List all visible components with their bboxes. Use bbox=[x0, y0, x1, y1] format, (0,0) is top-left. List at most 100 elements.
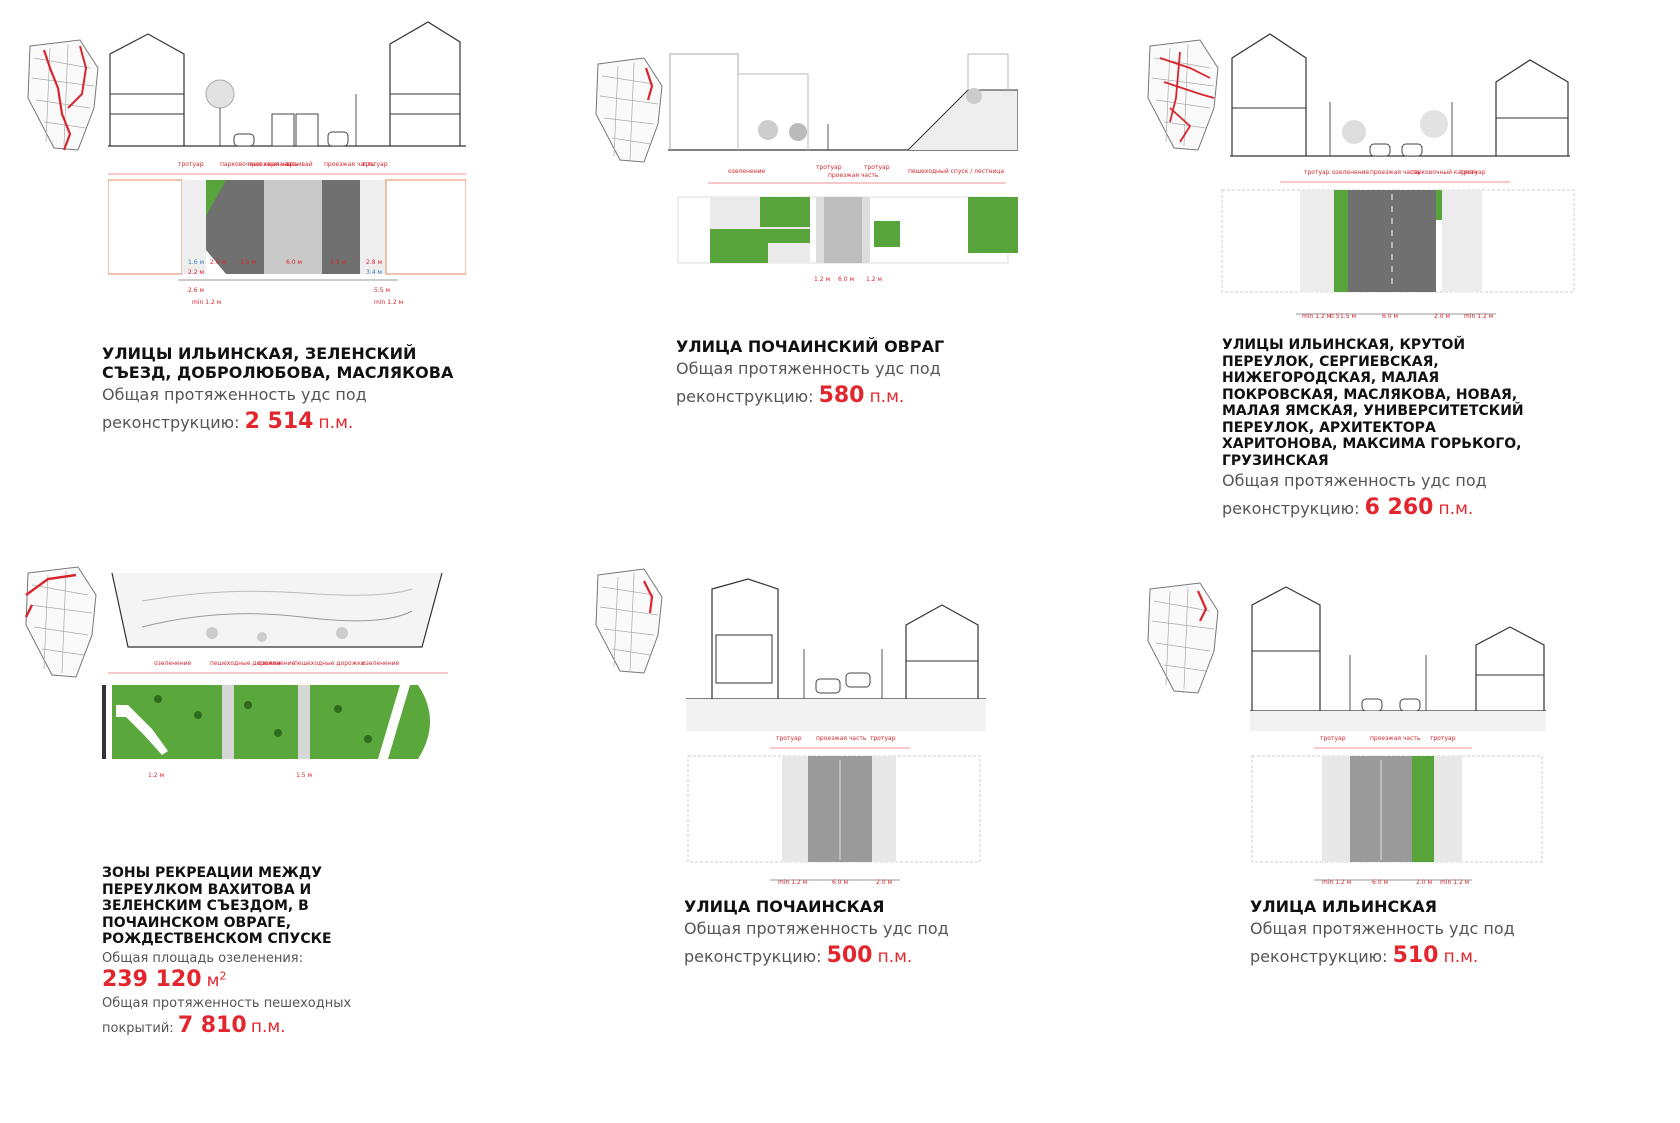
zone-label: парковочные карманы bbox=[220, 161, 292, 168]
dimension-label: 6.0 м bbox=[838, 276, 854, 283]
dimension-label: 2.6 м bbox=[188, 287, 204, 294]
zone-label: тротуар bbox=[864, 164, 890, 171]
zone-label: тротуар bbox=[178, 161, 204, 168]
length-label-b: реконструкцию: bbox=[676, 386, 814, 406]
street-title: УЛИЦЫ ИЛЬИНСКАЯ, ЗЕЛЕНСКИЙ СЪЕЗД, ДОБРОЛ… bbox=[102, 344, 454, 382]
dimension-label: min 1.2 м bbox=[374, 299, 403, 306]
dimension-label: 2.8 м bbox=[366, 259, 382, 266]
street-plan: тротуар проезжая часть тротуар min 1.2 м… bbox=[1251, 735, 1543, 886]
zone-label: озеленение bbox=[1332, 169, 1370, 176]
zone-label: парковочный карман bbox=[1410, 169, 1477, 176]
dimension-label: min 1.2 м bbox=[778, 879, 807, 886]
length-value: 2 514 bbox=[244, 408, 314, 434]
zone-label: тротуар bbox=[1460, 169, 1486, 176]
length-unit: п.м. bbox=[1443, 946, 1479, 967]
panel-caption: УЛИЦЫ ИЛЬИНСКАЯ, ЗЕЛЕНСКИЙ СЪЕЗД, ДОБРОЛ… bbox=[102, 344, 462, 435]
location-map-icon bbox=[595, 57, 663, 163]
panel-recreation-zones: озеленение пешеходные дорожки озеленение… bbox=[0, 545, 520, 1123]
length-label-b: реконструкцию: bbox=[1222, 499, 1360, 518]
length-value-row: реконструкцию: 510 п.м. bbox=[1250, 943, 1610, 969]
area-value-row: 239 120 м2 bbox=[102, 967, 362, 993]
length-label-b: реконструкцию: bbox=[102, 412, 240, 432]
zone-label: тротуар bbox=[1304, 169, 1330, 176]
zone-label: тротуар bbox=[776, 735, 802, 742]
length-value: 510 bbox=[1392, 942, 1439, 968]
dimension-label: 6.0 м bbox=[832, 879, 848, 886]
zone-label: тротуар bbox=[1430, 735, 1456, 742]
panel-caption: УЛИЦА ИЛЬИНСКАЯ Общая протяженность удс … bbox=[1250, 897, 1610, 969]
path-value: 7 810 bbox=[177, 1013, 247, 1039]
dimension-label: 2.0 м bbox=[876, 879, 892, 886]
dimension-label: 1.2 м bbox=[814, 276, 830, 283]
length-value-row: реконструкцию: 2 514 п.м. bbox=[102, 409, 462, 435]
dimension-label: 6.0 м bbox=[1372, 879, 1388, 886]
zone-label: тротуар bbox=[816, 164, 842, 171]
zone-label: пешеходный спуск / лестница bbox=[908, 168, 1004, 175]
dimension-label: 2.0 м bbox=[210, 259, 226, 266]
dimension-label: min 1.2 м bbox=[1464, 313, 1493, 320]
panel-caption: УЛИЦЫ ИЛЬИНСКАЯ, КРУТОЙ ПЕРЕУЛОК, СЕРГИЕ… bbox=[1222, 337, 1552, 521]
recreation-plan: озеленение пешеходные дорожки озеленение… bbox=[102, 660, 448, 779]
panel-caption: УЛИЦА ПОЧАИНСКАЯ Общая протяженность удс… bbox=[684, 897, 1044, 969]
zone-label: озеленение bbox=[362, 660, 400, 667]
area-unit: м bbox=[206, 970, 220, 991]
length-label: Общая протяженность удс под bbox=[676, 358, 941, 378]
length-label-b: реконструкцию: bbox=[1250, 946, 1388, 966]
dimension-label: 5.5 м bbox=[374, 287, 390, 294]
dimension-label: 2.0 м bbox=[1416, 879, 1432, 886]
path-label-b: покрытий: bbox=[102, 1021, 174, 1037]
street-title: УЛИЦА ПОЧАИНСКИЙ ОВРАГ bbox=[676, 337, 945, 356]
zone-label: проезжая часть bbox=[248, 161, 299, 168]
street-plan: озеленение тротуар проезжая часть тротуа… bbox=[677, 164, 1018, 283]
street-title: УЛИЦА ИЛЬИНСКАЯ bbox=[1250, 897, 1437, 916]
path-value-row: покрытий: 7 810 п.м. bbox=[102, 1013, 362, 1039]
zone-label: озеленение bbox=[258, 660, 296, 667]
path-unit: п.м. bbox=[250, 1017, 286, 1038]
length-label: Общая протяженность удс под bbox=[102, 384, 367, 404]
street-plan: тротуар проезжая часть тротуар min 1.2 м… bbox=[687, 735, 981, 886]
dimension-label: min 1.2 м bbox=[192, 299, 221, 306]
dimension-label: 1.2 м bbox=[866, 276, 882, 283]
dimension-label: 3.5 м bbox=[240, 259, 256, 266]
length-label: Общая протяженность удс под bbox=[684, 918, 949, 938]
dimension-label: min 1.2 м bbox=[1322, 879, 1351, 886]
panel-caption: ЗОНЫ РЕКРЕАЦИИ МЕЖДУ ПЕРЕУЛКОМ ВАХИТОВА … bbox=[102, 865, 362, 1039]
dimension-label: 2.0 м bbox=[1434, 313, 1450, 320]
zone-label: проезжая часть bbox=[828, 172, 879, 179]
zone-label: тротуар bbox=[870, 735, 896, 742]
length-unit: п.м. bbox=[1438, 499, 1474, 519]
zone-label: проезжая часть bbox=[324, 161, 375, 168]
length-value-row: реконструкцию: 6 260 п.м. bbox=[1222, 495, 1552, 521]
length-label: Общая протяженность удс под bbox=[1250, 918, 1515, 938]
street-cross-section bbox=[686, 578, 986, 731]
zone-label: пешеходные дорожки bbox=[294, 660, 365, 667]
zone-title: ЗОНЫ РЕКРЕАЦИИ МЕЖДУ ПЕРЕУЛКОМ ВАХИТОВА … bbox=[102, 865, 332, 948]
street-title: УЛИЦЫ ИЛЬИНСКАЯ, КРУТОЙ ПЕРЕУЛОК, СЕРГИЕ… bbox=[1222, 337, 1524, 469]
location-map-icon bbox=[595, 568, 663, 674]
length-value-row: реконструкцию: 580 п.м. bbox=[676, 383, 1036, 409]
street-cross-section bbox=[1230, 33, 1570, 157]
street-plan: тротуар озеленение проезжая часть парков… bbox=[1221, 169, 1575, 320]
dimension-label: min 1.2 м bbox=[1302, 313, 1331, 320]
location-map-icon bbox=[1147, 582, 1219, 694]
area-value: 239 120 bbox=[102, 966, 202, 992]
street-title: УЛИЦА ПОЧАИНСКАЯ bbox=[684, 897, 885, 916]
panel-ilinskaya: тротуар проезжая часть тротуар min 1.2 м… bbox=[1140, 545, 1680, 1123]
dimension-label: 1.5 м bbox=[1340, 313, 1356, 320]
length-value-row: реконструкцию: 500 п.м. bbox=[684, 943, 1044, 969]
area-label: Общая площадь озеленения: bbox=[102, 950, 303, 966]
zone-label: озеленение bbox=[154, 660, 192, 667]
panel-caption: УЛИЦА ПОЧАИНСКИЙ ОВРАГ Общая протяженнос… bbox=[676, 337, 1036, 409]
panel-ilinskaya-zelensky: тротуар парковочные карманы проезжая час… bbox=[0, 0, 520, 470]
dimension-label: 6.0 м bbox=[1382, 313, 1398, 320]
zone-label: тротуар bbox=[362, 161, 388, 168]
area-unit-sup: 2 bbox=[219, 969, 227, 983]
location-map-icon bbox=[24, 566, 97, 678]
dimension-label: 1.2 м bbox=[148, 772, 164, 779]
length-value: 580 bbox=[818, 382, 865, 408]
zone-label: проезжая часть bbox=[1370, 735, 1421, 742]
dimension-label: 0.5 bbox=[1330, 313, 1340, 320]
ravine-cross-section bbox=[111, 572, 443, 648]
dimension-label: 1.6 м bbox=[188, 259, 204, 266]
zone-label: проезжая часть bbox=[1370, 169, 1421, 176]
